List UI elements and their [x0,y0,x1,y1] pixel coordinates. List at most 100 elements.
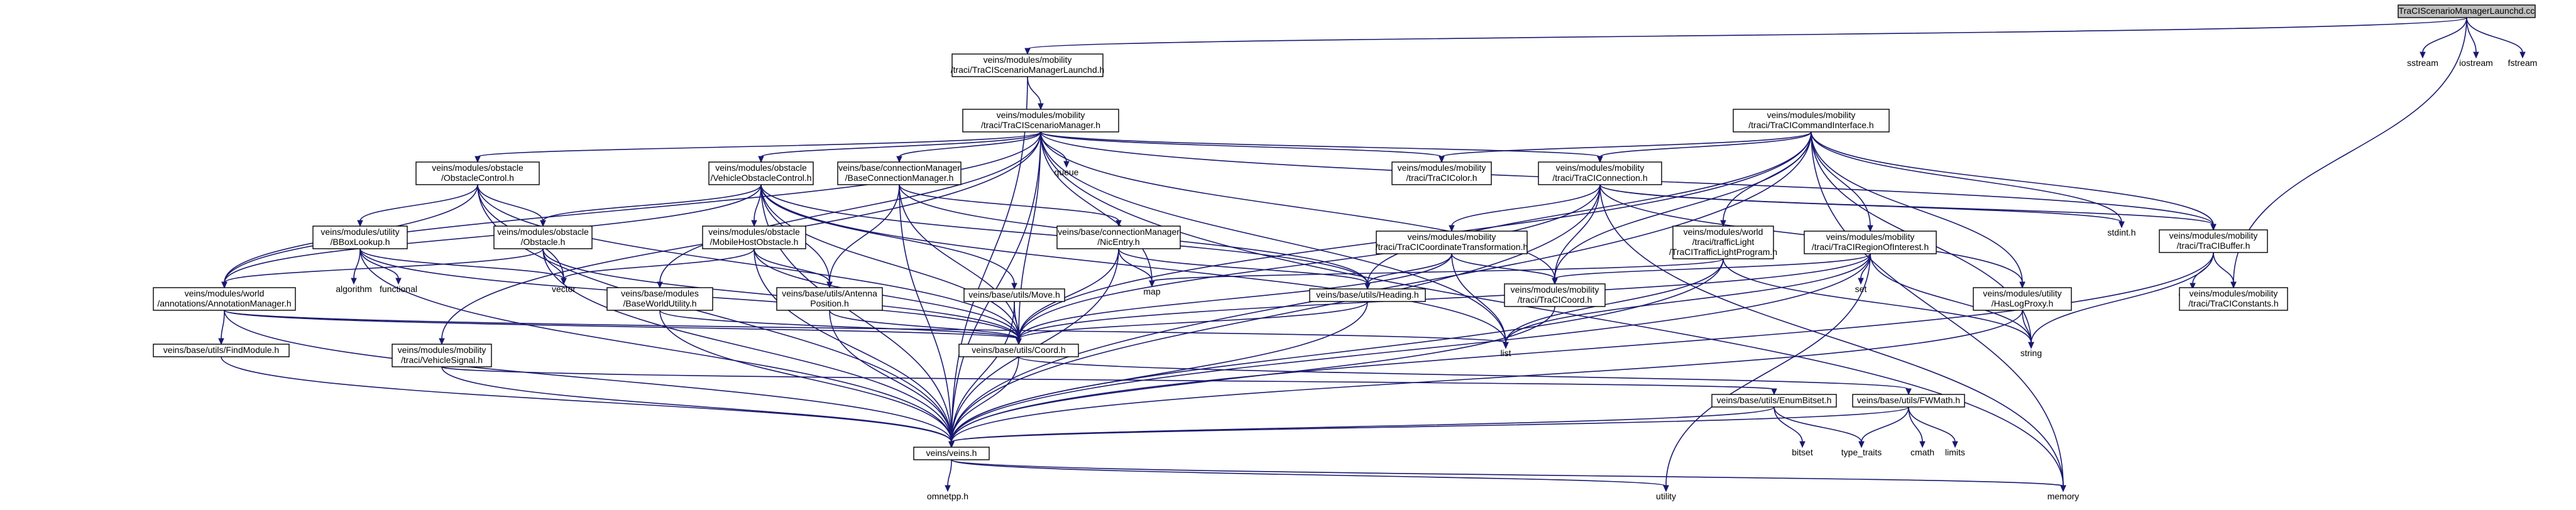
system-header-node-map: map [1143,286,1160,296]
node-label: /traci/TraCIConnection.h [1552,173,1647,183]
node-label: omnetpp.h [927,491,968,501]
header-node-veins-modules-utility-bboxlookup-h[interactable]: veins/modules/utility/BBoxLookup.h [312,225,408,249]
header-node-veins-base-connectionmanager-nicentry-h[interactable]: veins/base/connectionManager/NicEntry.h [1056,225,1181,249]
node-box [951,53,1104,77]
dependency-edge [951,459,1669,492]
system-header-node-list: list [1500,348,1511,358]
dependency-edge [351,248,361,285]
dependency-edge [1908,406,1958,448]
node-label: fstream [2508,58,2538,68]
header-node-veins-modules-obstacle-vehicleobstaclecontrol-h[interactable]: veins/modules/obstacle/VehicleObstacleCo… [708,161,814,185]
dependency-edge [359,248,402,285]
dependency-edge [542,248,955,448]
dependency-edge [2420,17,2467,59]
node-label: /BaseWorldUtility.h [623,298,697,308]
header-node-veins-modules-obstacle-obstaclecontrol-h[interactable]: veins/modules/obstacle/ObstacleControl.h [415,161,540,185]
node-label: string [2020,348,2042,358]
node-label: veins/modules/mobility [1408,232,1496,242]
header-node-veins-modules-world-annotations-annotationmanager-h[interactable]: veins/modules/world/annotations/Annotati… [153,287,296,311]
dependency-edge [1027,76,1044,111]
dependency-edge [1858,406,1909,448]
node-label: queue [1055,167,1079,177]
node-label: veins/base/utils/FWMath.h [1857,395,1960,405]
dependency-edge [221,131,1041,289]
dependency-edges [218,17,2526,492]
node-box [958,344,1079,357]
node-label: /traci/TraCIScenarioManager.h [981,120,1100,130]
dependency-nodes: TraCIScenarioManagerLaunchd.cc veins/modu… [153,4,2538,501]
dependency-edge [224,310,1022,345]
system-header-node-set: set [1855,284,1867,294]
node-label: /annotations/AnnotationManager.h [157,298,291,308]
node-label: stdint.h [2107,227,2135,237]
node-box [1733,109,1890,133]
header-node-veins-modules-obstacle-mobilehostobstacle-h[interactable]: veins/modules/obstacle/MobileHostObstacl… [702,225,806,249]
node-label: veins/base/utils/EnumBitset.h [1717,395,1832,405]
node-label: sstream [2407,58,2438,68]
dependency-edge [357,184,478,227]
header-node-veins-base-utils-move-h[interactable]: veins/base/utils/Move.h [963,288,1065,302]
node-box [1973,287,2072,311]
node-label: /BaseConnectionManager.h [845,173,954,183]
header-node-veins-base-utils-enumbitset-h[interactable]: veins/base/utils/EnumBitset.h [1711,394,1837,408]
node-label: veins/base/utils/Heading.h [1316,290,1418,300]
node-box [2179,287,2288,311]
node-label: functional [380,284,417,294]
dependency-edge [1018,356,1912,396]
node-label: veins/base/connectionManager [1058,227,1180,237]
node-box [392,344,492,367]
dependency-edge [948,406,1775,448]
header-node-veins-modules-world-traci-trafficlight-tracitrafficlightprogram-h[interactable]: veins/modules/world/traci/trafficLight/T… [1669,225,1777,259]
dependency-edge [951,459,2066,492]
header-node-veins-modules-mobility-traci-traciscenariomanager-h[interactable]: veins/modules/mobility/traci/TraCIScenar… [962,109,1119,133]
header-node-veins-modules-mobility-traci-tracicoordinatetransformation-h[interactable]: veins/modules/mobility/traci/TraCICoordi… [1376,231,1528,254]
node-label: veins/modules/world [185,288,265,298]
node-label: /traci/trafficLight [1692,237,1755,247]
node-label: bitset [1792,447,1813,457]
header-node-veins-modules-obstacle-obstacle-h[interactable]: veins/modules/obstacle/Obstacle.h [493,225,593,249]
node-label: limits [1945,447,1965,457]
node-label: /NicEntry.h [1097,237,1139,247]
dependency-edge [477,184,546,227]
dependency-edge [540,184,762,227]
header-node-veins-base-utils-findmodule-h[interactable]: veins/base/utils/FindModule.h [153,344,290,357]
node-label: /ObstacleControl.h [441,173,514,183]
header-node-veins-base-modules-baseworldutility-h[interactable]: veins/base/modules/BaseWorldUtility.h [606,287,713,311]
node-label: veins/modules/utility [1983,288,2061,298]
system-header-node-queue: queue [1055,167,1079,177]
node-box [1711,394,1837,408]
header-node-veins-modules-mobility-traci-traciregionofinterest-h[interactable]: veins/modules/mobility/traci/TraCIRegion… [1804,231,1937,254]
dependency-edge [221,356,955,448]
header-node-veins-modules-mobility-traci-traciconnection-h[interactable]: veins/modules/mobility/traci/TraCIConnec… [1538,161,1662,185]
node-label: /traci/TraCICommandInterface.h [1748,120,1873,130]
header-node-veins-veins-h[interactable]: veins/veins.h [913,447,990,460]
header-node-veins-modules-mobility-traci-tracicommandinterface-h[interactable]: veins/modules/mobility/traci/TraCIComman… [1733,109,1890,133]
node-label: veins/base/utils/Coord.h [972,345,1065,355]
node-box [708,161,814,185]
header-node-veins-modules-mobility-traci-traciscenariomanagerlaunchd-h[interactable]: veins/modules/mobility/traci/TraCIScenar… [951,53,1105,77]
header-node-veins-base-utils-fwmath-h[interactable]: veins/base/utils/FWMath.h [1852,394,1965,408]
node-label: /traci/TraCIScenarioManagerLaunchd.h [951,65,1105,75]
node-box [702,225,806,249]
dependency-edge [1811,131,2217,231]
system-header-node-algorithm: algorithm [336,284,372,294]
dependency-edge [1040,131,1445,163]
header-node-veins-base-utils-heading-h[interactable]: veins/base/utils/Heading.h [1309,288,1426,302]
header-node-veins-modules-utility-haslogproxy-h[interactable]: veins/modules/utility/HasLogProxy.h [1973,287,2072,311]
header-node-veins-modules-mobility-traci-tracibuffer-h[interactable]: veins/modules/mobility/traci/TraCIBuffer… [2159,229,2268,253]
dependency-edge [760,184,1017,290]
system-header-node-type-traits: type_traits [1841,447,1882,457]
header-node-veins-base-connectionmanager-baseconnectionmanager-h[interactable]: veins/base/connectionManager/BaseConnect… [837,161,962,185]
header-node-veins-modules-mobility-traci-tracicolor-h[interactable]: veins/modules/mobility/traci/TraCIColor.… [1391,161,1492,185]
system-header-node-omnetpp-h: omnetpp.h [927,491,968,501]
root-file-node-traciscenariomanagerlaunchd-cc[interactable]: TraCIScenarioManagerLaunchd.cc [2398,4,2536,18]
node-box [913,447,990,460]
node-label: veins/modules/mobility [1556,163,1645,173]
node-label: /traci/VehicleSignal.h [401,355,483,365]
header-node-veins-modules-mobility-traci-vehiclesignal-h[interactable]: veins/modules/mobility/traci/VehicleSign… [392,344,492,367]
header-node-veins-modules-mobility-traci-traciconstants-h[interactable]: veins/modules/mobility/traci/TraCIConsta… [2179,287,2288,311]
header-node-veins-base-utils-coord-h[interactable]: veins/base/utils/Coord.h [958,344,1079,357]
header-node-veins-modules-mobility-traci-tracicoord-h[interactable]: veins/modules/mobility/traci/TraCICoord.… [1504,283,1606,307]
